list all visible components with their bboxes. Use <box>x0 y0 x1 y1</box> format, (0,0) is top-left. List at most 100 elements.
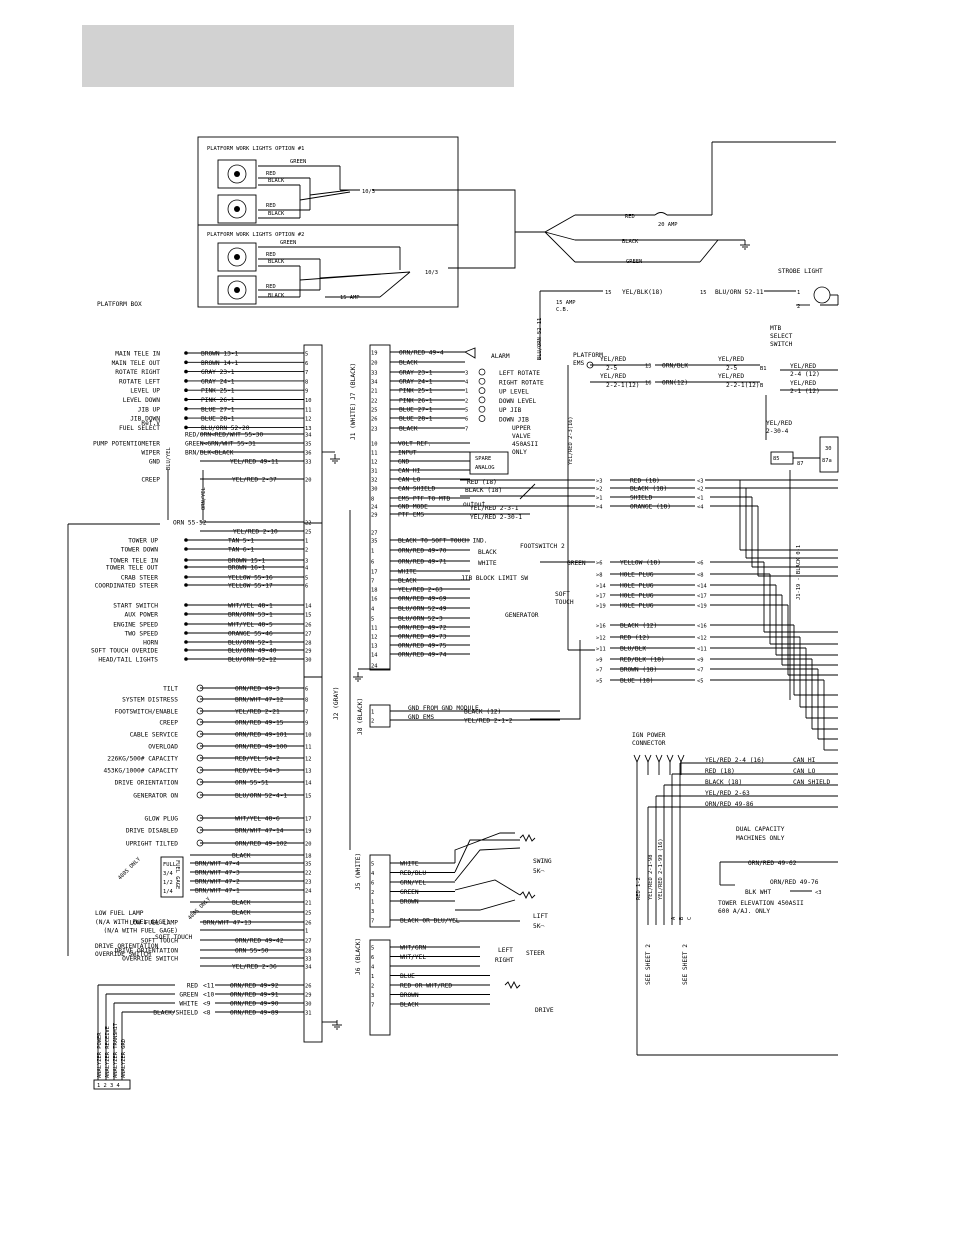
junction-dot <box>184 631 188 635</box>
pin-number: 21 <box>305 901 312 907</box>
wire-label: <19 <box>697 604 707 610</box>
wire-label: BLUE 27-1 <box>399 407 433 414</box>
wire-label: GREEN<GRN/WHT 55-31 <box>185 441 256 448</box>
wire-label: WHITE <box>398 569 417 576</box>
pin-number: 10 <box>305 733 312 739</box>
pin-number: 30 <box>305 658 312 664</box>
function-label: DRIVE DISABLED <box>126 828 178 835</box>
wire <box>454 832 521 922</box>
connector-label: J8 (BLACK) <box>357 698 364 735</box>
function-label: SOFT TOUCH OVERIDE <box>91 648 158 655</box>
pin-number: 17 <box>305 817 312 823</box>
junction-dot <box>184 565 188 569</box>
lamp-icon <box>196 766 204 774</box>
function-label: TILT <box>163 686 178 693</box>
function-label: 453KG/1000# CAPACITY <box>103 768 178 775</box>
pin-number: 13 <box>371 644 378 650</box>
wire-label: BRN/BLK<BLACK <box>185 450 234 457</box>
wire-label: GND FROM GND MODULE <box>408 705 479 712</box>
wire-label: ORN/RED 49-102 <box>235 841 287 848</box>
wire-label: STROBE LIGHT <box>778 268 823 275</box>
function-label: FUEL SELECT <box>119 425 160 432</box>
valve-coil-icon <box>478 405 486 413</box>
lamp-icon <box>196 754 204 762</box>
function-label: TOWER TELE OUT <box>106 565 158 572</box>
wire-label: ORN/RED 49-71 <box>398 559 447 566</box>
connector-j1-j2 <box>303 344 323 1043</box>
function-label: JIB DOWN <box>130 416 160 423</box>
wire-label: PLATFORM <box>573 352 603 359</box>
wire-label: YEL/RED 2-4 (16) <box>705 757 765 764</box>
wire-label: WHITE <box>400 861 419 868</box>
wire-label: YELLOW 55-17 <box>228 583 273 590</box>
wire-label: YEL/RED 2-63 <box>705 790 750 797</box>
function-label: ROTATE RIGHT <box>115 369 160 376</box>
wire-label: 1/4 <box>163 889 173 895</box>
wire-label: BLUE <box>400 973 415 980</box>
wire-label: BLACK (12) <box>464 709 501 716</box>
pin-number: 26 <box>371 417 378 423</box>
wire-label: A <box>671 916 677 920</box>
wire-label: LIFT <box>533 913 548 920</box>
pin-number: 24 <box>371 505 378 511</box>
wire-label: YEL/RED 2-36 <box>232 964 277 971</box>
wire-label: BRN/ORN 53-1 <box>228 612 273 619</box>
wire-label: GRAY 23-1 <box>201 369 235 376</box>
wire-label: 5 <box>371 946 374 952</box>
wire-label: output <box>463 501 486 508</box>
pin-number: 22 <box>371 399 378 405</box>
wire-label: BRN/WHT 47-3 <box>195 870 240 877</box>
wire-label: GRAY 23-1 <box>399 370 433 377</box>
lamp-icon <box>196 730 204 738</box>
wire-label: BLACK (18) <box>705 779 742 786</box>
wire-label: CAN LO <box>398 477 421 484</box>
wire-label: (N/A WITH FUEL GAGE) <box>95 919 170 926</box>
wire-label: BLU/ORN 49-40 <box>228 648 277 655</box>
pin-number: 33 <box>371 371 378 377</box>
pin-number: 28 <box>305 641 312 647</box>
connector-label: J5 (WHITE) <box>355 853 362 890</box>
pin-number: 24 <box>305 889 312 895</box>
junction-dot <box>184 575 188 579</box>
wire-label: CAN SHIELD <box>793 779 831 786</box>
wire-label: <4 <box>697 505 704 511</box>
wire-label: GREEN <box>179 992 198 999</box>
pin-number: 7 <box>371 579 374 585</box>
wire-label: BRN/WHT 47-14 <box>235 828 284 835</box>
wire-label: BLACK <box>268 293 285 299</box>
wire-label: GND EMS <box>408 714 434 721</box>
pin-number: 1 <box>305 929 308 935</box>
pin-number: 35 <box>305 862 312 868</box>
wire-label: VALVE <box>512 433 531 440</box>
wire-label: <5 <box>697 679 704 685</box>
wire-label: 26 <box>305 984 312 990</box>
wire-label: ORN/RED 49-75 <box>398 643 447 650</box>
wire-label: TOWER ELEVATION 450ASII <box>718 900 804 907</box>
wire-label: <8 <box>697 573 704 579</box>
potentiometer-icon <box>519 890 536 900</box>
junction-dot <box>184 558 188 562</box>
wire-label: TOUCH <box>555 599 574 606</box>
valve-coil-icon <box>478 377 486 385</box>
function-label: MAIN TELE OUT <box>112 360 161 367</box>
junction-dot <box>184 583 188 587</box>
lamp-icon <box>196 695 204 703</box>
lamp-icon <box>196 839 204 847</box>
pin-number: 20 <box>305 842 312 848</box>
wire-label: YELLOW 55-16 <box>228 575 273 582</box>
wire-label: IGN POWER <box>632 732 666 739</box>
wire-label: LEFT <box>498 947 513 954</box>
wire-label: ORN/RED 49-69 <box>398 596 447 603</box>
wire-label: RED/BLK (18) <box>620 657 665 664</box>
pin-number: 25 <box>305 530 312 536</box>
wire-label: GREEN <box>290 159 306 165</box>
wire-label: 2 <box>371 719 374 725</box>
wire-label: 7 <box>465 427 468 433</box>
function-label: AUX POWER <box>124 612 158 619</box>
pin-number: 29 <box>371 513 378 519</box>
junction-dot <box>184 640 188 644</box>
pin-number: 23 <box>371 427 378 433</box>
wire-label: DRIVE <box>535 1007 554 1014</box>
wire-label: YELLOW (18) <box>620 560 661 567</box>
